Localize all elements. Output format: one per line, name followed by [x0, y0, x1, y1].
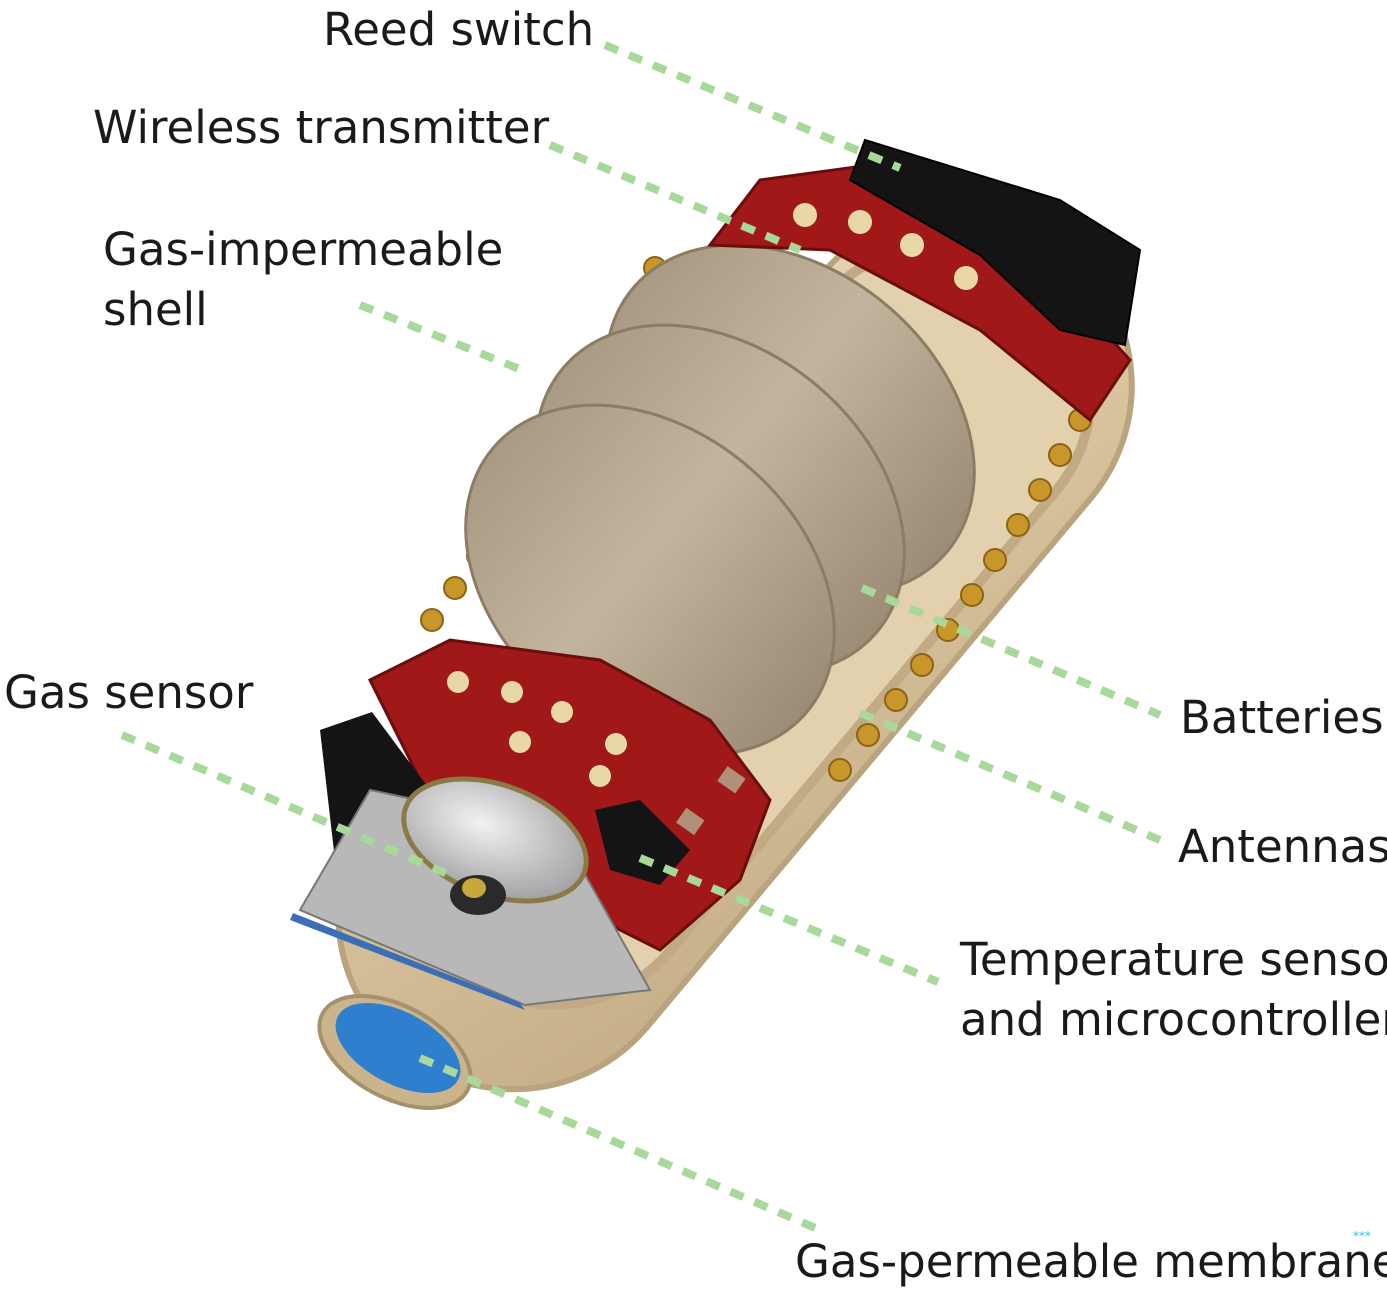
label-gas-impermeable-shell: Gas-impermeable shell — [103, 220, 503, 340]
leader-gas-shell — [358, 301, 524, 374]
label-membrane-text: Gas-permeable membrane — [795, 1235, 1387, 1288]
label-antennas: Antennas — [1178, 817, 1387, 877]
label-temperature-line1: Temperature sensor — [960, 933, 1387, 986]
label-batteries: Batteries — [1180, 688, 1384, 748]
leader-gas-sensor — [120, 731, 452, 879]
capsule-diagram: Reed switch Wireless transmitter Gas-imp… — [4, 0, 1387, 1288]
leader-antennas — [858, 709, 1162, 844]
leader-reed-switch — [603, 41, 902, 172]
label-gas-shell-line2: shell — [103, 283, 208, 336]
leader-membrane — [418, 1054, 822, 1234]
label-gas-sensor: Gas sensor — [4, 663, 253, 723]
reed-switch — [848, 138, 1142, 347]
leader-batteries — [860, 584, 1162, 719]
label-antennas-text: Antennas — [1178, 820, 1387, 873]
label-wireless-transmitter: Wireless transmitter — [93, 98, 549, 158]
label-temperature-sensor: Temperature sensor and microcontroller — [960, 930, 1387, 1050]
label-wireless-transmitter-text: Wireless transmitter — [93, 101, 550, 154]
gas-permeable-membrane — [317, 994, 473, 1110]
label-reed-switch: Reed switch — [323, 0, 594, 60]
leader-wireless-transmitter — [548, 141, 802, 254]
label-gas-permeable-membrane: Gas-permeable membrane — [795, 1232, 1387, 1292]
corner-mark: *** — [1353, 1229, 1371, 1243]
label-gas-sensor-text: Gas sensor — [4, 666, 254, 719]
label-gas-shell-line1: Gas-impermeable — [103, 223, 504, 276]
label-temperature-line2: and microcontroller — [960, 993, 1387, 1046]
capsule-illustration — [120, 41, 1162, 1234]
leader-lines — [120, 41, 1162, 1234]
label-reed-switch-text: Reed switch — [323, 3, 595, 56]
gas-sensor — [290, 776, 652, 1010]
label-batteries-text: Batteries — [1180, 691, 1384, 744]
leader-temperature — [638, 854, 940, 986]
